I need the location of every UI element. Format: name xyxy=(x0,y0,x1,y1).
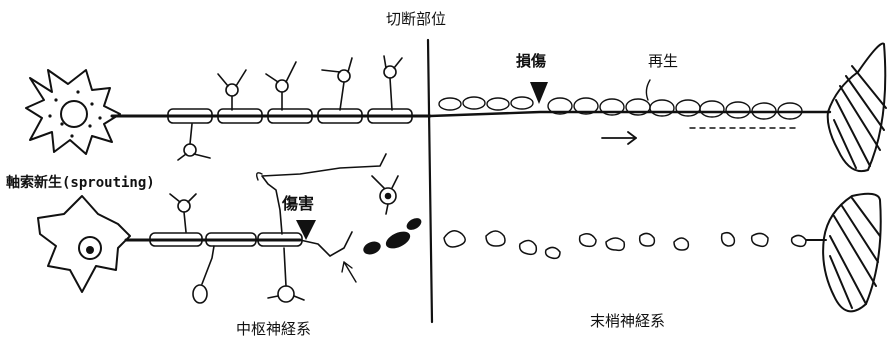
sprouting-branch xyxy=(261,153,387,257)
sprout-ring xyxy=(255,172,263,181)
sprouting-label: 軸索新生(sprouting) xyxy=(6,175,155,191)
regeneration-pointer xyxy=(645,79,651,101)
degeneration-debris xyxy=(363,218,422,255)
cut-line xyxy=(426,38,434,324)
bottom-muscle-target xyxy=(822,192,882,313)
top-myelin-peripheral xyxy=(438,96,803,120)
top-muscle-target xyxy=(826,42,887,172)
top-cell-body xyxy=(25,69,121,155)
top-cell-nucleus xyxy=(60,100,88,128)
bottom-cell-nucleus xyxy=(78,236,102,260)
top-glia-cells xyxy=(177,55,403,161)
regeneration-label: 再生 xyxy=(648,52,679,70)
damage-central-label: 傷害 xyxy=(282,194,315,213)
top-neuron xyxy=(25,42,887,172)
bottom-pointer-arrow xyxy=(341,261,357,283)
top-myelin-central xyxy=(167,108,413,124)
top-cell-granules xyxy=(48,90,102,138)
bottom-myelin xyxy=(149,232,303,247)
top-regenerating-axon xyxy=(428,110,832,118)
top-damage-marker xyxy=(530,82,548,104)
cns-label: 中枢神経系 xyxy=(236,320,312,338)
growth-direction-arrow xyxy=(601,131,637,145)
bottom-neuron xyxy=(37,153,882,313)
bottom-fragments xyxy=(443,230,807,260)
bottom-cell-body xyxy=(37,195,131,293)
pns-label: 末梢神経系 xyxy=(590,312,666,330)
bottom-cell-nucleolus xyxy=(86,246,94,254)
cut-site-label: 切断部位 xyxy=(386,10,447,28)
bottom-damage-marker xyxy=(296,220,316,240)
damage-peripheral-label: 損傷 xyxy=(516,52,547,70)
bottom-glia-cells xyxy=(169,175,399,304)
